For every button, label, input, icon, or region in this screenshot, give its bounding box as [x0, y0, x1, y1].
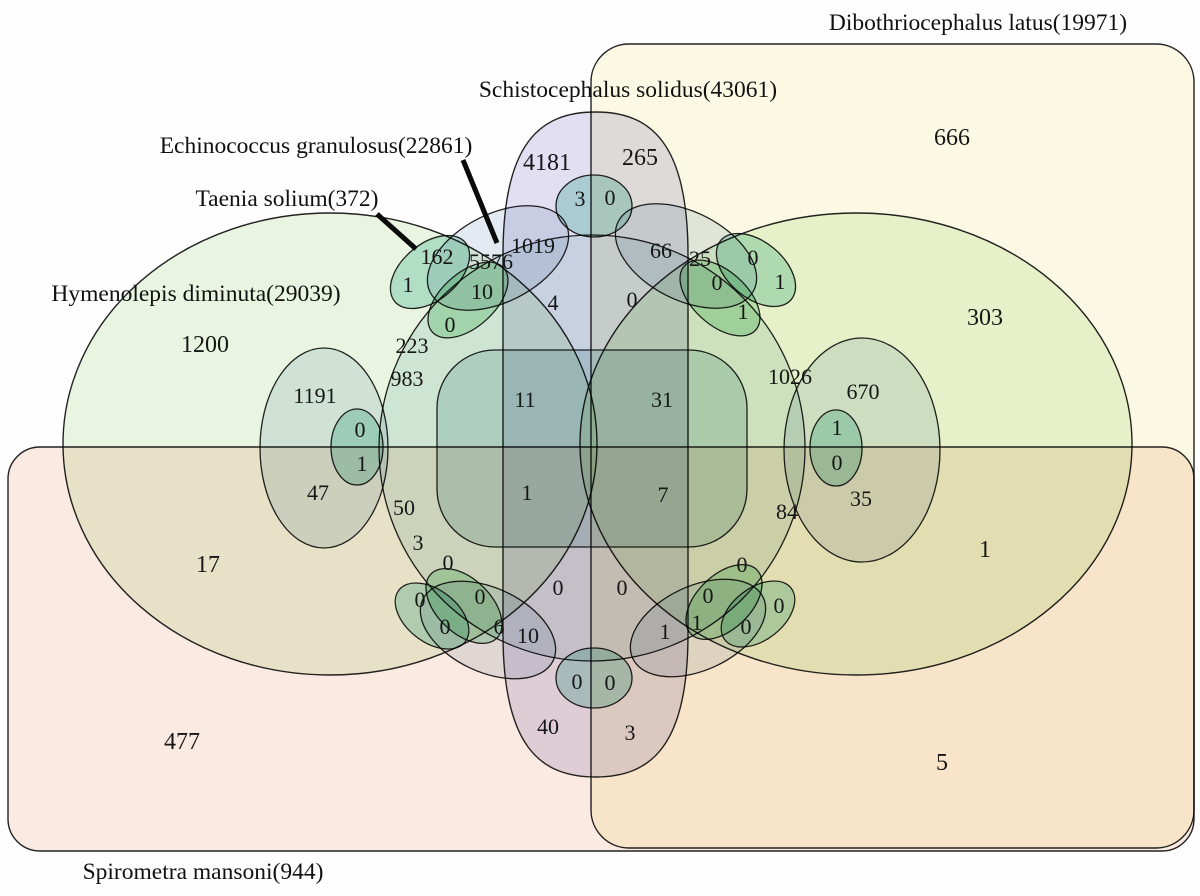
venn-petal-sw-green: [425, 567, 503, 645]
venn-petal-se-green: [685, 563, 763, 641]
region-value: 4: [548, 290, 559, 315]
region-value: 84: [776, 499, 798, 524]
region-value: 0: [737, 552, 748, 577]
region-value: 0: [355, 417, 366, 442]
region-value: 40: [537, 714, 559, 739]
region-value: 35: [850, 486, 872, 511]
region-value: 10: [471, 279, 493, 304]
region-value: 17: [196, 552, 220, 578]
region-value: 0: [475, 584, 486, 609]
leader-line-taenia: [375, 212, 418, 251]
region-value: 31: [651, 387, 673, 412]
region-value: 5576: [469, 249, 513, 274]
set-label-spirometra-mansoni: Spirometra mansoni(944): [83, 859, 324, 885]
region-value: 477: [164, 729, 200, 755]
region-value: 0: [440, 614, 451, 639]
region-value: 1: [738, 299, 749, 324]
region-value: 162: [421, 244, 454, 269]
region-value: 0: [553, 575, 564, 600]
region-value: 1019: [511, 233, 555, 258]
region-value: 1: [522, 480, 533, 505]
region-value: 0: [748, 245, 759, 270]
region-value: 3: [625, 720, 636, 745]
region-value: 0: [627, 287, 638, 312]
region-value: 223: [396, 333, 429, 358]
region-value: 0: [832, 450, 843, 475]
region-value: 265: [622, 145, 658, 171]
region-value: 0: [605, 185, 616, 210]
region-value: 0: [703, 583, 714, 608]
region-value: 0: [443, 550, 454, 575]
region-value: 3: [575, 186, 586, 211]
set-label-echinococcus-granulosus: Echinococcus granulosus(22861): [160, 133, 473, 159]
region-value: 1: [357, 451, 368, 476]
region-value: 10: [517, 623, 539, 648]
region-value: 1: [775, 269, 786, 294]
region-value: 0: [741, 614, 752, 639]
region-value: 1: [832, 415, 843, 440]
region-value: 4181: [523, 150, 571, 176]
venn-flower-core: [436, 349, 748, 548]
region-value: 0: [712, 270, 723, 295]
venn-petal-west: [330, 408, 384, 486]
region-value: 1191: [293, 383, 336, 408]
region-value: 1: [660, 619, 671, 644]
region-value: 0: [605, 670, 616, 695]
region-value: 11: [514, 387, 535, 412]
region-value: 6: [494, 614, 505, 639]
region-value: 303: [967, 305, 1003, 331]
set-label-dibothriocephalus-latus: Dibothriocephalus latus(19971): [829, 10, 1127, 36]
region-value: 983: [391, 366, 424, 391]
region-value: 0: [572, 669, 583, 694]
region-value: 0: [617, 575, 628, 600]
set-label-schistocephalus-solidus: Schistocephalus solidus(43061): [479, 77, 777, 103]
venn-petal-south: [555, 647, 633, 709]
venn-petal-ne-green: [679, 259, 761, 337]
region-value: 3: [413, 530, 424, 555]
region-value: 1200: [181, 332, 229, 358]
region-value: 0: [445, 312, 456, 337]
region-value: 0: [415, 587, 426, 612]
region-value: 25: [689, 246, 711, 271]
venn-petal-north: [555, 174, 633, 238]
set-label-taenia-solium: Taenia solium(372): [195, 186, 378, 212]
leader-line-echinococcus: [460, 159, 500, 244]
set-label-hymenolepis-diminuta: Hymenolepis diminuta(29039): [51, 281, 340, 307]
region-value: 1026: [768, 364, 812, 389]
venn-petal-east: [809, 409, 863, 487]
venn-lobe-west: [259, 347, 389, 549]
region-value: 47: [307, 480, 329, 505]
region-value: 50: [393, 495, 415, 520]
region-value: 670: [847, 379, 880, 404]
region-value: 1: [692, 610, 703, 635]
region-value: 7: [658, 482, 669, 507]
region-value: 1: [979, 537, 991, 563]
region-value: 666: [934, 125, 970, 151]
region-value: 1: [403, 272, 414, 297]
region-value: 66: [650, 238, 672, 263]
region-value: 5: [936, 750, 948, 776]
venn-set-labels: Dibothriocephalus latus(19971) Schistoce…: [51, 10, 1127, 885]
region-value: 0: [774, 593, 785, 618]
venn-flower: [259, 174, 941, 709]
venn-petal-nw-green: [427, 261, 509, 339]
